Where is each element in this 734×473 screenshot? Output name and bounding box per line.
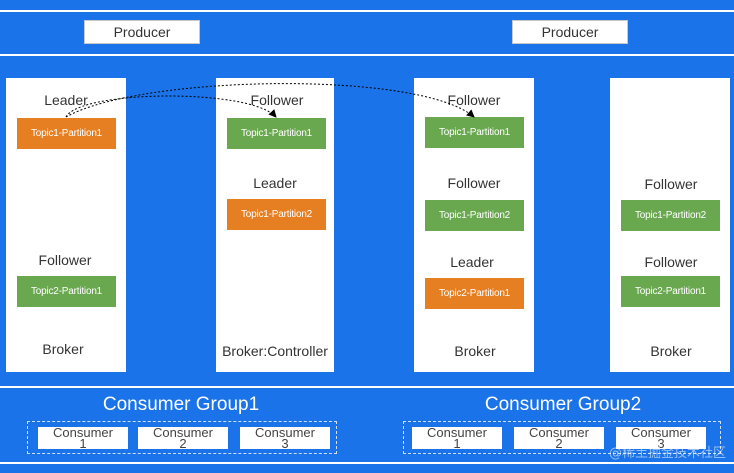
broker-controller-label: Broker:Controller [222,343,328,359]
consumer-name: Consumer [631,427,691,440]
broker-box-2: Follower Topic1-Partition1 Leader Topic1… [216,78,334,372]
watermark-text: @稀土掘金技术社区 [608,446,726,461]
producer-box-2: Producer [512,20,628,44]
consumer-number: 1 [79,436,87,449]
consumer-number: 3 [281,436,289,449]
top-divider [0,10,734,12]
consumer-number: 2 [555,436,563,449]
consumer-name: Consumer [153,427,213,440]
broker-box-1: Leader Topic1-Partition1 Follower Topic2… [6,78,126,372]
consumer-number: 3 [657,436,665,449]
broker-label: Broker [42,341,84,357]
broker-box-4: Follower Topic1-Partition2 Follower Topi… [610,78,730,372]
consumer-group-2-title: Consumer Group2 [484,394,642,415]
partition-topic1-p1-follower: Topic1-Partition1 [227,118,326,149]
partition-topic1-p2-follower: Topic1-Partition2 [425,200,524,231]
partition-topic2-p1-leader: Topic2-Partition1 [425,278,524,309]
consumer-name: Consumer [427,427,487,440]
consumer-group-1-title: Consumer Group1 [102,394,260,415]
broker-label: Broker [454,343,496,359]
role-label-leader: Leader [44,92,88,108]
partition-topic2-p1-follower: Topic2-Partition1 [17,276,116,307]
partition-topic2-p1-follower: Topic2-Partition1 [621,276,720,307]
consumer-number: 1 [453,436,461,449]
partition-topic1-p1-leader: Topic1-Partition1 [17,118,116,149]
consumer-number: 2 [179,436,187,449]
role-label-follower: Follower [644,176,698,192]
role-label-follower: Follower [447,175,501,191]
broker-box-3: Follower Topic1-Partition1 Follower Topi… [414,78,534,372]
role-label-follower: Follower [447,92,501,108]
producer-box-1: Producer [84,20,200,44]
role-label-follower: Follower [250,92,304,108]
role-label-leader: Leader [253,175,297,191]
broker-label: Broker [650,343,692,359]
consumer-divider [0,386,734,388]
partition-topic1-p2-follower: Topic1-Partition2 [621,200,720,231]
partition-topic1-p2-leader: Topic1-Partition2 [227,199,326,230]
consumer-name: Consumer [53,427,113,440]
bottom-divider [0,462,734,464]
role-label-leader: Leader [450,254,494,270]
upper-divider [0,54,734,56]
consumer-name: Consumer [529,427,589,440]
partition-topic1-p1-follower: Topic1-Partition1 [425,117,524,148]
role-label-follower: Follower [644,254,698,270]
role-label-follower: Follower [38,252,92,268]
consumer-name: Consumer [255,427,315,440]
